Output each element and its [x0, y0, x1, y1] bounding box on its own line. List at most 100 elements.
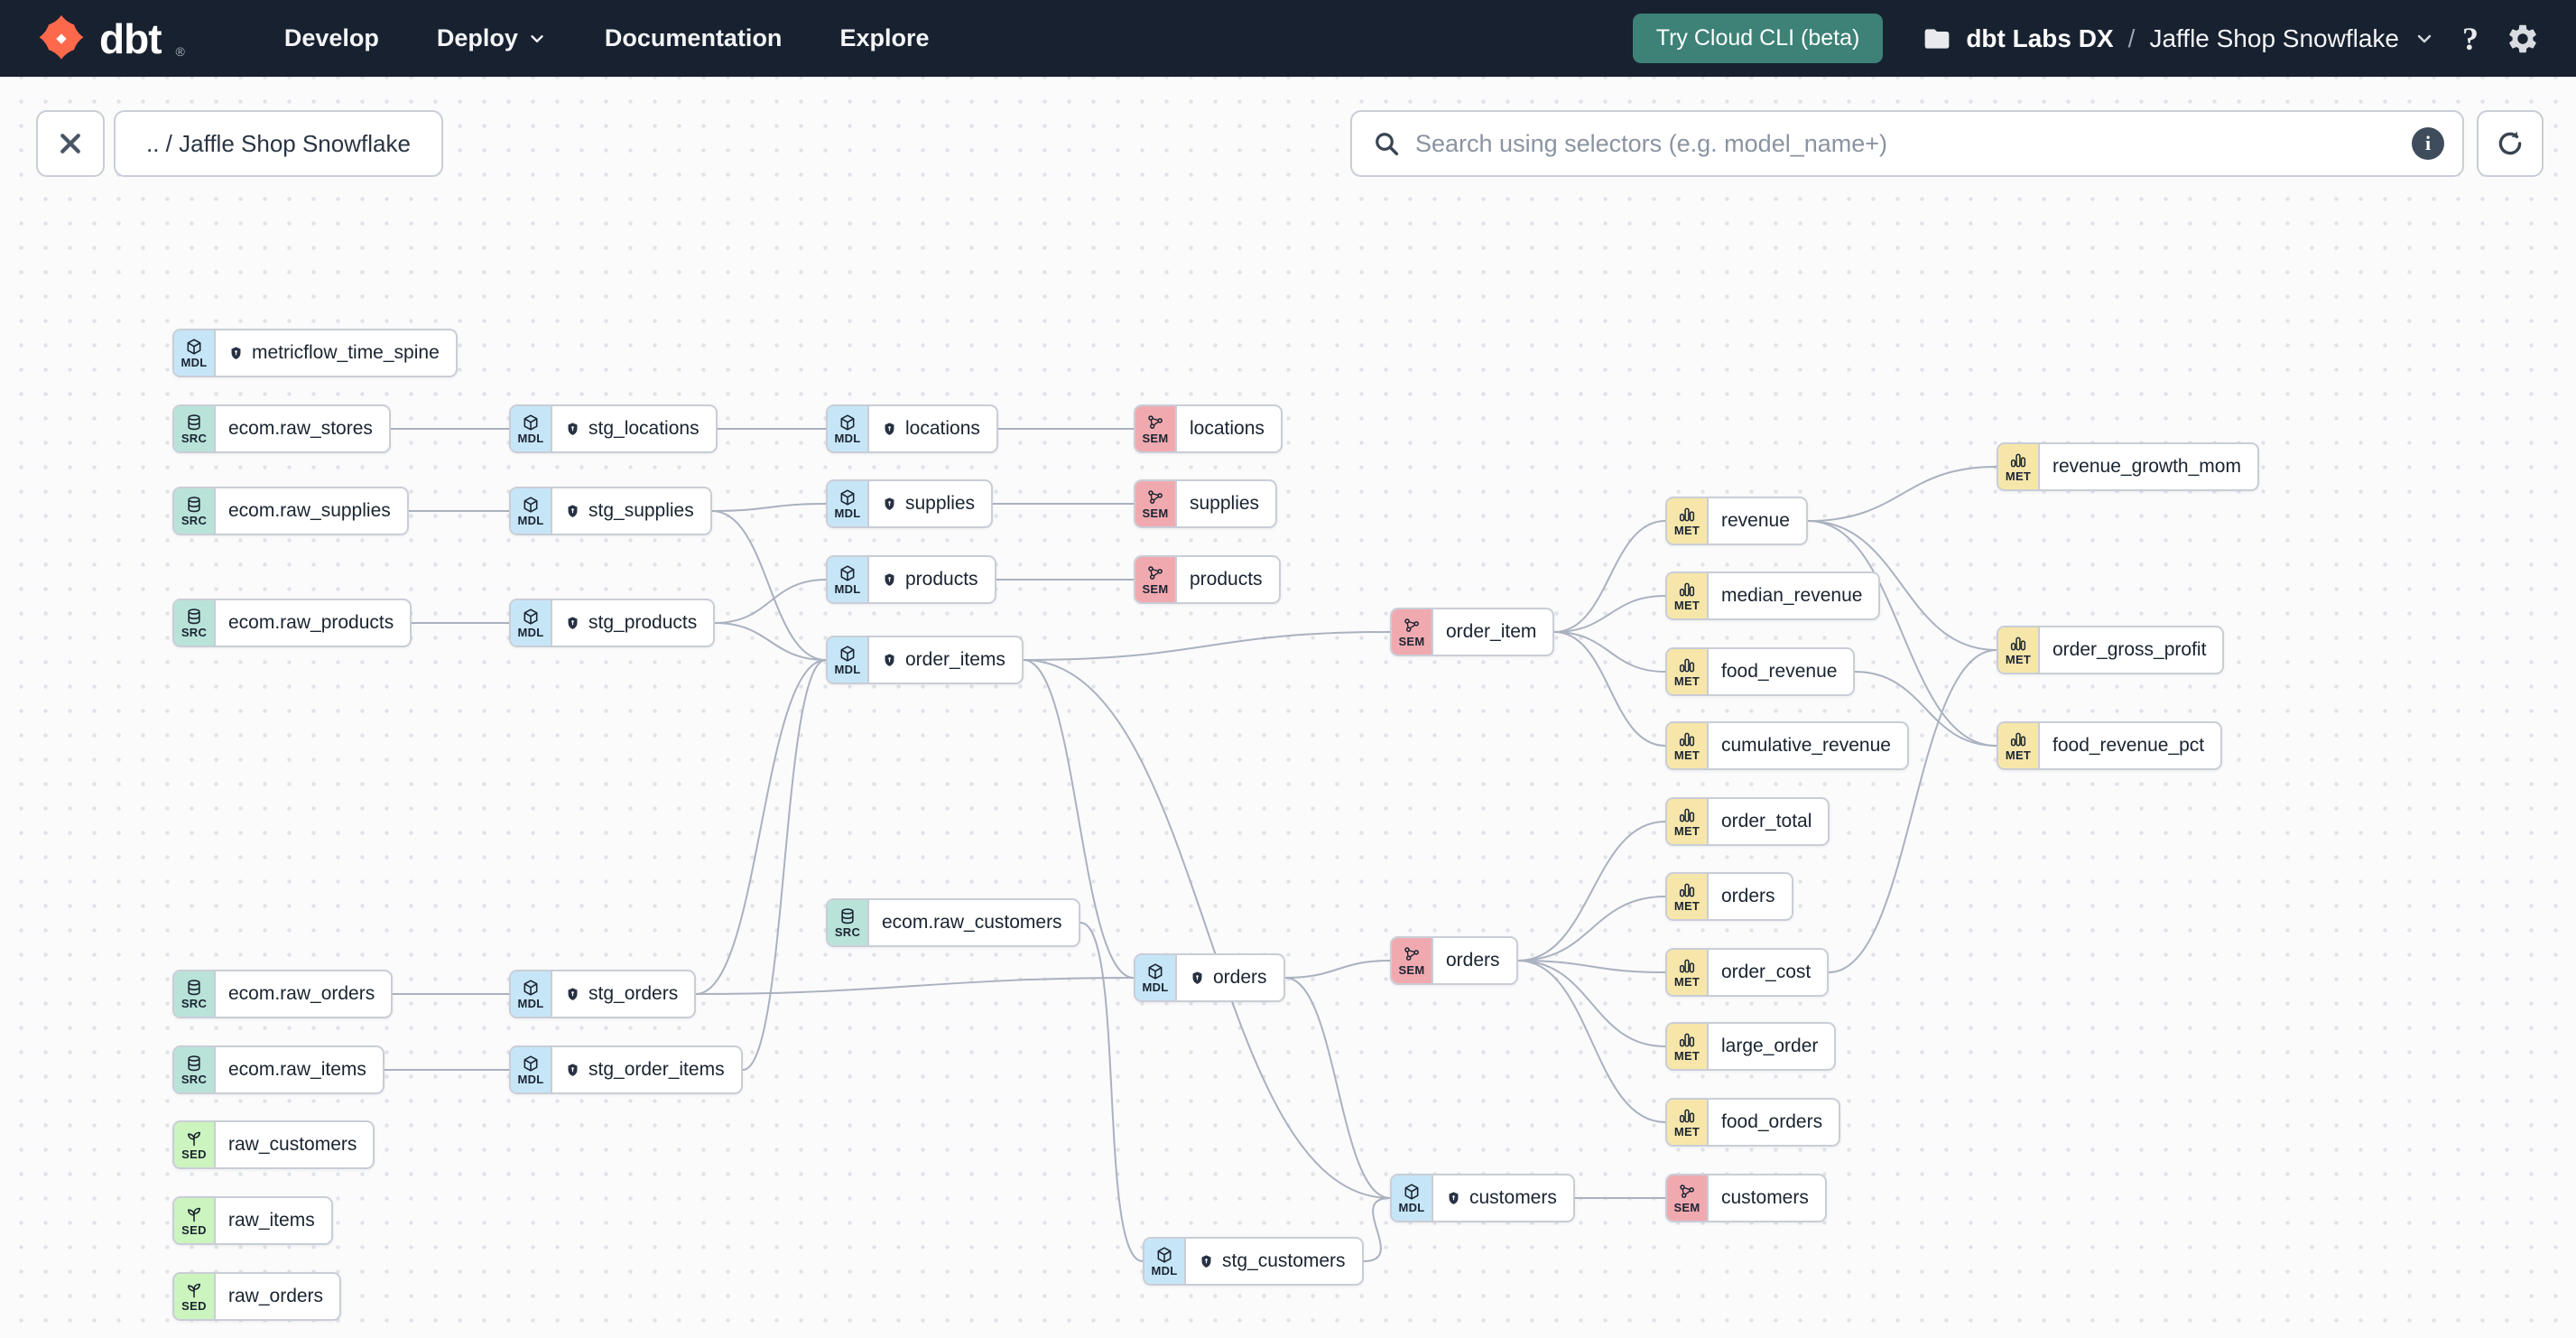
node-type-label: MET [1673, 899, 1700, 913]
node-type-badge: SRC [174, 971, 216, 1017]
dbt-trademark: ® [175, 43, 185, 59]
lineage-node-sem_locations[interactable]: SEM locations [1134, 404, 1283, 453]
node-type-badge: MDL [1392, 1175, 1433, 1221]
lineage-node-src_raw_orders[interactable]: SRC ecom.raw_orders [172, 970, 394, 1018]
menu-item-deploy[interactable]: Deploy [437, 24, 547, 52]
shield-icon [568, 504, 578, 517]
lineage-node-mdl_products[interactable]: MDL products [826, 555, 996, 604]
node-type-badge: SRC [174, 1047, 216, 1092]
seedling-icon [187, 1131, 201, 1147]
lineage-node-met_food_revenue[interactable]: MET food_revenue [1665, 647, 1856, 696]
lineage-node-met_food_revenue_pct[interactable]: MET food_revenue_pct [1997, 721, 2223, 770]
node-type-label: SRC [181, 626, 208, 639]
node-name: stg_orders [588, 983, 679, 1004]
node-type-label: MET [1673, 824, 1700, 838]
lineage-node-mdl_stg_orders[interactable]: MDL stg_orders [509, 970, 697, 1018]
node-type-badge: MET [1998, 723, 2040, 768]
node-type-badge: MDL [511, 488, 552, 534]
node-type-label: SRC [181, 997, 208, 1010]
bar-chart-icon [1679, 582, 1695, 597]
node-name: food_orders [1721, 1111, 1823, 1132]
seedling-icon [187, 1207, 201, 1222]
shield-icon [231, 346, 241, 359]
lineage-node-mdl_stg_products[interactable]: MDL stg_products [509, 599, 716, 647]
help-button[interactable]: ? [2462, 20, 2479, 58]
cube-icon [1404, 1184, 1419, 1200]
project-name[interactable]: Jaffle Shop Snowflake [2149, 23, 2399, 52]
lineage-node-src_raw_items[interactable]: SRC ecom.raw_items [172, 1045, 385, 1094]
lineage-node-sem_order_item[interactable]: SEM order_item [1390, 608, 1555, 656]
lineage-canvas[interactable]: MDL metricflow_time_spine SRC ecom.raw_s… [0, 77, 2576, 1338]
refresh-button[interactable] [2477, 110, 2544, 177]
node-type-badge: MDL [828, 557, 869, 602]
node-type-label: SRC [181, 1073, 208, 1086]
node-type-label: MDL [834, 506, 861, 520]
lineage-node-mdl_stg_locations[interactable]: MDL stg_locations [509, 404, 718, 453]
selector-search: i [1350, 110, 2464, 177]
close-lineage-button[interactable] [36, 110, 105, 177]
account-name[interactable]: dbt Labs DX [1966, 23, 2114, 52]
node-name: food_revenue_pct [2052, 735, 2205, 756]
node-name: order_total [1721, 811, 1812, 832]
lineage-node-met_revenue[interactable]: MET revenue [1665, 497, 1808, 545]
lineage-node-met_order_cost[interactable]: MET order_cost [1665, 948, 1830, 997]
lineage-edges [384, 427, 1997, 1262]
lineage-node-met_large_order[interactable]: MET large_order [1665, 1022, 1837, 1071]
dbt-logo[interactable]: dbt ® [36, 14, 185, 64]
lineage-node-mdl_orders[interactable]: MDL orders [1134, 953, 1285, 1002]
node-body: order_cost [1709, 950, 1827, 995]
lineage-node-met_orders[interactable]: MET orders [1665, 872, 1793, 921]
lineage-node-sem_supplies[interactable]: SEM supplies [1134, 479, 1278, 528]
node-type-label: SRC [181, 514, 208, 527]
lineage-node-sem_orders[interactable]: SEM orders [1390, 936, 1518, 985]
lineage-node-mdl_metricflow[interactable]: MDL metricflow_time_spine [172, 329, 458, 377]
lineage-node-met_cumulative_revenue[interactable]: MET cumulative_revenue [1665, 721, 1909, 770]
node-body: locations [1177, 406, 1281, 451]
node-type-badge: MDL [511, 1047, 552, 1092]
lineage-node-sem_products[interactable]: SEM products [1134, 555, 1281, 604]
lineage-node-sem_customers[interactable]: SEM customers [1665, 1174, 1827, 1222]
lineage-node-mdl_stg_customers[interactable]: MDL stg_customers [1143, 1237, 1364, 1286]
node-name: raw_customers [228, 1134, 357, 1155]
lineage-node-src_raw_products[interactable]: SRC ecom.raw_products [172, 599, 412, 647]
node-body: revenue [1709, 498, 1806, 544]
node-name: ecom.raw_products [228, 612, 394, 633]
node-type-badge: SEM [1135, 557, 1177, 602]
node-body: customers [1709, 1175, 1825, 1221]
lineage-node-mdl_stg_supplies[interactable]: MDL stg_supplies [509, 487, 712, 535]
project-breadcrumb[interactable]: dbt Labs DX / Jaffle Shop Snowflake [1923, 24, 2435, 53]
node-body: products [1177, 557, 1279, 602]
lineage-node-mdl_locations[interactable]: MDL locations [826, 404, 998, 453]
node-type-label: SEM [1142, 432, 1169, 445]
bar-chart-icon [1679, 959, 1695, 973]
lineage-node-sed_raw_customers[interactable]: SED raw_customers [172, 1120, 375, 1169]
lineage-node-mdl_supplies[interactable]: MDL supplies [826, 479, 994, 528]
lineage-node-mdl_customers[interactable]: MDL customers [1390, 1174, 1575, 1222]
lineage-node-met_order_total[interactable]: MET order_total [1665, 797, 1830, 846]
menu-item-develop[interactable]: Develop [283, 24, 379, 51]
cube-icon [524, 497, 538, 513]
lineage-node-mdl_order_items[interactable]: MDL order_items [826, 636, 1024, 684]
database-icon [841, 908, 854, 925]
lineage-node-src_raw_supplies[interactable]: SRC ecom.raw_supplies [172, 487, 409, 535]
info-icon[interactable]: i [2412, 127, 2444, 160]
database-icon [188, 414, 200, 431]
lineage-node-met_median_revenue[interactable]: MET median_revenue [1665, 571, 1881, 620]
lineage-node-met_order_gross_profit[interactable]: MET order_gross_profit [1997, 626, 2225, 674]
lineage-node-met_food_orders[interactable]: MET food_orders [1665, 1098, 1841, 1147]
node-type-label: MET [1673, 674, 1700, 688]
menu-item-explore[interactable]: Explore [839, 24, 930, 51]
lineage-node-sed_raw_orders[interactable]: SED raw_orders [172, 1272, 342, 1321]
lineage-node-mdl_stg_order_items[interactable]: MDL stg_order_items [509, 1045, 743, 1094]
node-body: order_total [1709, 799, 1828, 844]
menu-item-documentation[interactable]: Documentation [604, 24, 783, 51]
search-input[interactable] [1413, 128, 2399, 159]
lineage-node-met_revenue_growth_mom[interactable]: MET revenue_growth_mom [1997, 442, 2259, 491]
settings-button[interactable] [2506, 22, 2540, 56]
lineage-node-sed_raw_items[interactable]: SED raw_items [172, 1196, 333, 1245]
lineage-node-src_raw_customers[interactable]: SRC ecom.raw_customers [826, 898, 1080, 947]
node-body: order_gross_profit [2040, 627, 2222, 673]
lineage-node-src_raw_stores[interactable]: SRC ecom.raw_stores [172, 404, 391, 453]
try-cloud-cli-button[interactable]: Try Cloud CLI (beta) [1632, 14, 1884, 63]
lineage-path-chip[interactable]: .. / Jaffle Shop Snowflake [114, 110, 443, 177]
